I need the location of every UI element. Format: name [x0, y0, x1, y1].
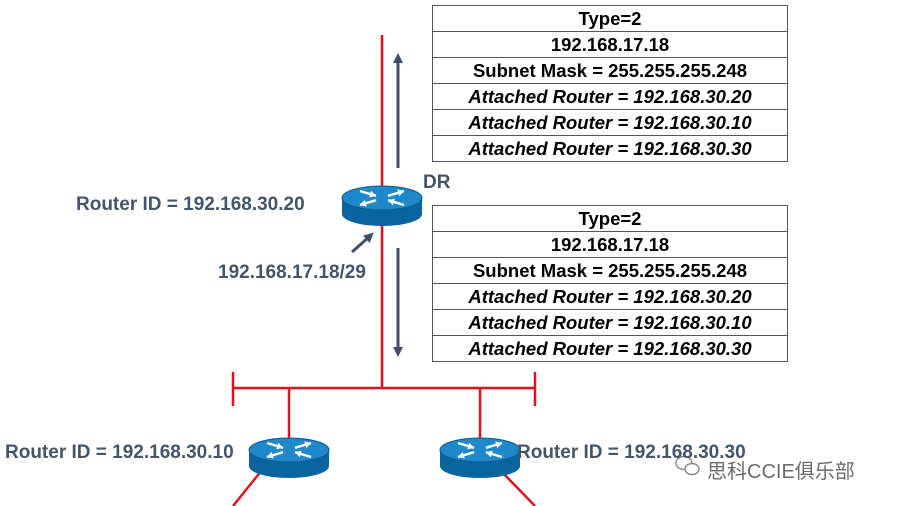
- dr-interface-label: 192.168.17.18/29: [218, 262, 366, 283]
- lsa-type: Type=2: [432, 5, 788, 32]
- lsa-type: Type=2: [432, 205, 788, 232]
- wechat-icon: [675, 455, 700, 476]
- lsa-attached-router: Attached Router = 192.168.30.10: [432, 109, 788, 136]
- lsa-attached-router: Attached Router = 192.168.30.20: [432, 83, 788, 110]
- lsa-table-top: Type=2 192.168.17.18 Subnet Mask = 255.2…: [432, 5, 788, 162]
- left-router-icon: [248, 437, 330, 478]
- right-router-icon: [439, 437, 521, 478]
- interface-pointer-arrow: [351, 232, 374, 254]
- left-router-id-label: Router ID = 192.168.30.10: [5, 442, 234, 463]
- right-router-id-label: Router ID = 192.168.30.30: [517, 442, 746, 463]
- slide-title-fragment: [0, 0, 460, 4]
- right-router-link: [499, 469, 536, 506]
- dr-router-id-label: Router ID = 192.168.30.20: [76, 194, 305, 215]
- lsa-attached-router: Attached Router = 192.168.30.10: [432, 309, 788, 336]
- lsa-link-state-id: 192.168.17.18: [432, 231, 788, 258]
- lsa-attached-router: Attached Router = 192.168.30.30: [432, 335, 788, 362]
- lsa-subnet-mask: Subnet Mask = 255.255.255.248: [432, 57, 788, 84]
- lsa-subnet-mask: Subnet Mask = 255.255.255.248: [432, 257, 788, 284]
- lsa-table-bottom: Type=2 192.168.17.18 Subnet Mask = 255.2…: [432, 205, 788, 362]
- left-router-link: [232, 469, 263, 506]
- lsa-attached-router: Attached Router = 192.168.30.30: [432, 135, 788, 162]
- dr-router-icon: [341, 185, 423, 226]
- lsa-attached-router: Attached Router = 192.168.30.20: [432, 283, 788, 310]
- lsa-link-state-id: 192.168.17.18: [432, 31, 788, 58]
- dr-role-label: DR: [423, 172, 451, 193]
- watermark-text: 思科CCIE俱乐部: [707, 461, 855, 483]
